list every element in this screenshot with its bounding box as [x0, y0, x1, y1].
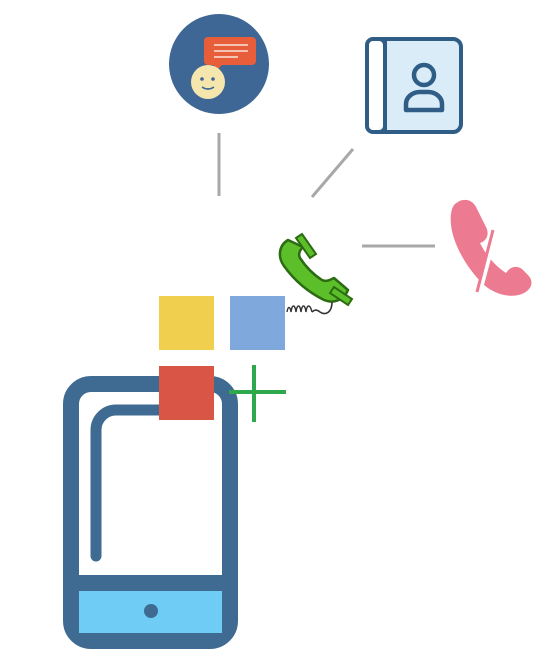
app-tile-red — [159, 366, 214, 420]
decline-call-icon — [450, 199, 532, 296]
app-tile-yellow — [159, 296, 214, 350]
app-tile-blue — [230, 296, 285, 350]
chat-avatar-icon — [169, 14, 269, 114]
phone-call-icon — [278, 232, 354, 315]
smartphone-icon — [63, 376, 238, 649]
contacts-book-icon — [365, 37, 463, 134]
connectors — [217, 133, 435, 248]
connector-contacts — [310, 148, 355, 198]
app-tiles — [159, 296, 285, 350]
plus-icon — [229, 365, 286, 422]
